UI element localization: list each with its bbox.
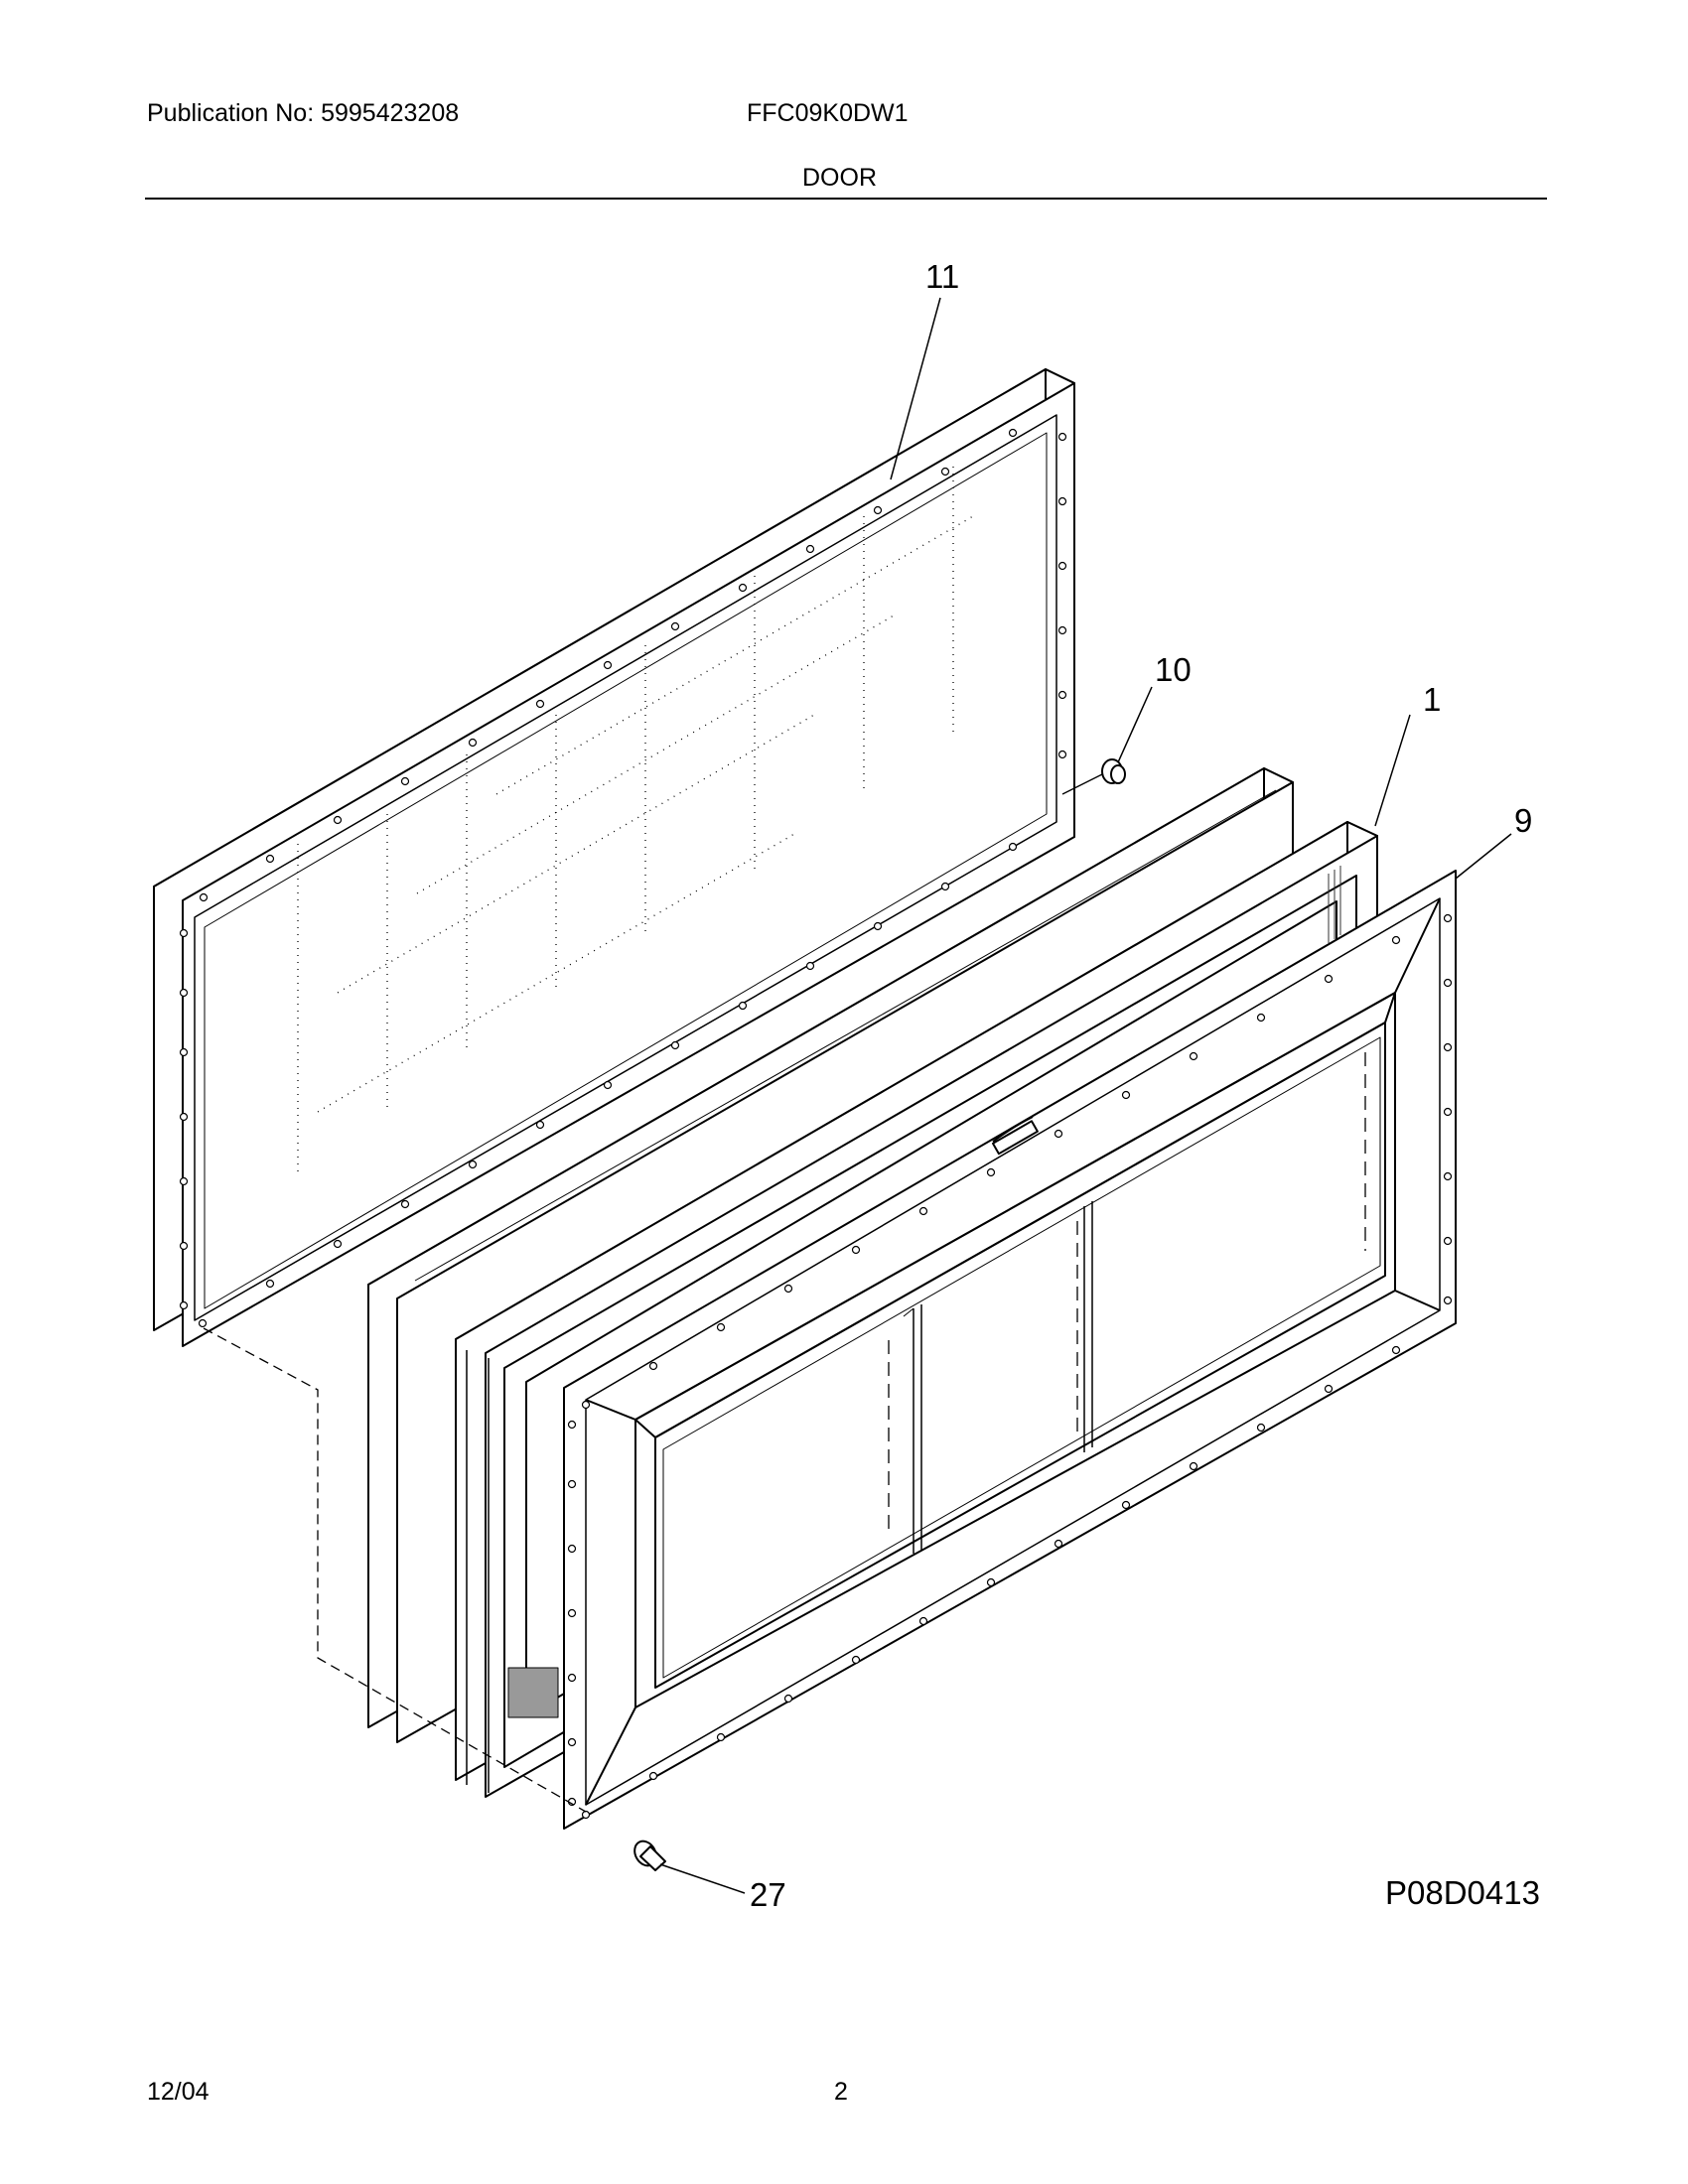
callout-10: 10 [1155, 651, 1192, 688]
leader-lines [659, 297, 1512, 1894]
part-27-screw [633, 1840, 666, 1871]
publication-number: Publication No: 5995423208 [147, 99, 460, 127]
part-11-outer-panel [153, 368, 1075, 1347]
callout-27: 27 [750, 1876, 786, 1913]
callout-1: 1 [1423, 681, 1441, 718]
part-9-inner-liner [563, 870, 1457, 1830]
page-number: 2 [834, 2078, 848, 2106]
alignment-line [203, 1327, 587, 1813]
callout-9: 9 [1514, 802, 1532, 839]
publication-date: 12/04 [147, 2078, 210, 2106]
callout-11: 11 [925, 258, 959, 295]
header-rule [145, 198, 1547, 200]
figure-code: P08D0413 [1385, 1874, 1540, 1911]
section-title: DOOR [802, 164, 877, 192]
part-10-plug [1061, 758, 1126, 795]
model-number: FFC09K0DW1 [747, 99, 909, 127]
